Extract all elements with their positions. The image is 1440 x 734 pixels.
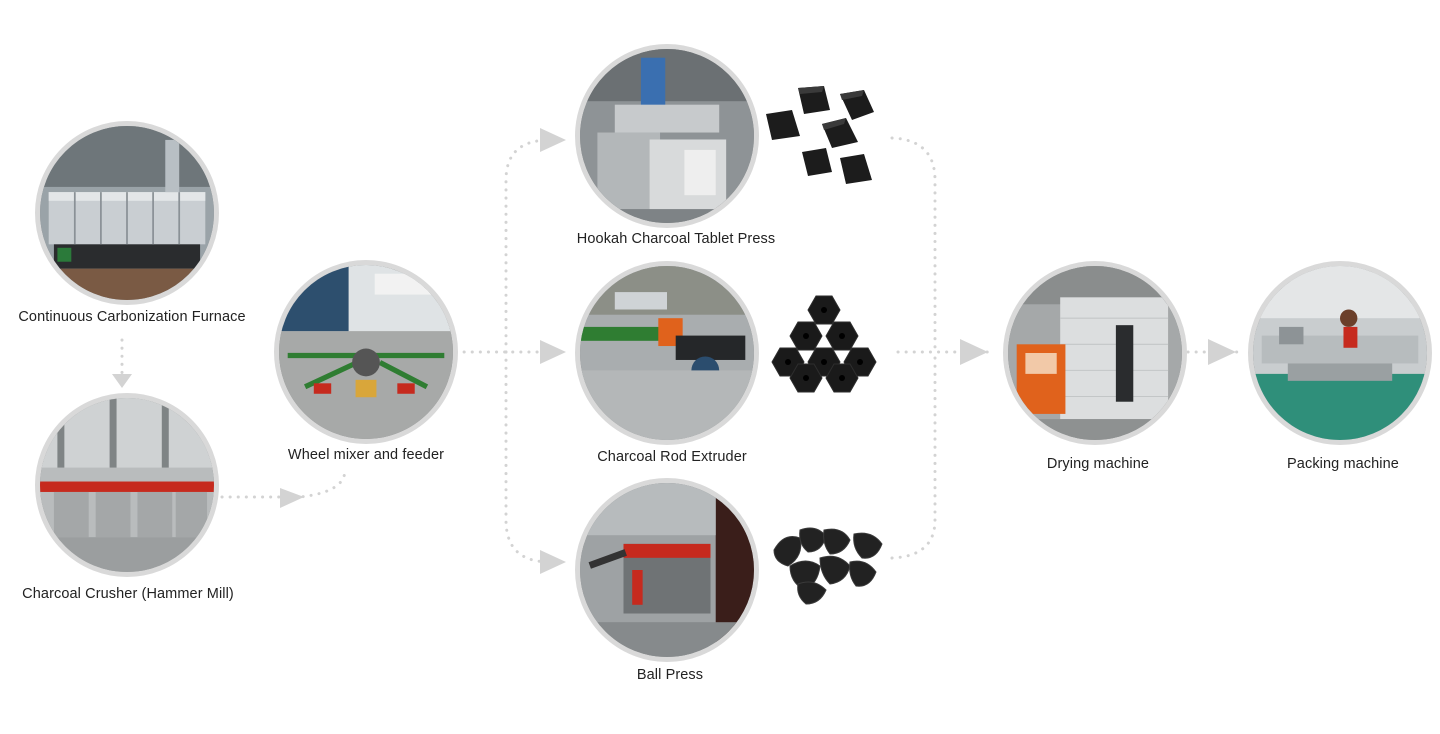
arrowhead-to-packer — [1208, 339, 1236, 365]
dryer-label: Drying machine — [1046, 456, 1150, 472]
mixer-label: Wheel mixer and feeder — [287, 447, 445, 463]
arrowhead-to-dryer — [960, 339, 988, 365]
connector-crusher-to-mixer — [220, 468, 347, 499]
drying-machine-photo-icon — [1003, 261, 1187, 445]
connector-split-to-ball-press — [504, 350, 552, 564]
pillow-charcoal-briquettes-image-icon — [773, 527, 883, 605]
connector-cubes-to-merge — [890, 136, 937, 354]
furnace-label: Continuous Carbonization Furnace — [18, 309, 246, 325]
hammer-mill-photo-icon — [35, 393, 219, 577]
arrowhead-to-tablet-press — [540, 128, 566, 152]
rod-extruder-photo-icon — [575, 261, 759, 445]
tablet-press-photo-icon — [575, 44, 759, 228]
arrowhead-to-mixer — [280, 488, 304, 508]
rod-extruder-label: Charcoal Rod Extruder — [597, 449, 747, 465]
arrowhead-to-rod-extruder — [540, 340, 566, 364]
arrowhead-to-ball-press — [540, 550, 566, 574]
connector-split-to-tablet-press — [504, 138, 552, 354]
ball-press-label: Ball Press — [636, 667, 704, 683]
connector-pillows-to-merge — [890, 350, 937, 560]
ball-press-photo-icon — [575, 478, 759, 662]
packer-label: Packing machine — [1287, 456, 1399, 472]
wheel-mixer-photo-icon — [274, 260, 458, 444]
carbonization-furnace-photo-icon — [35, 121, 219, 305]
arrowhead-down-crusher — [112, 374, 132, 388]
hexagonal-charcoal-rods-image-icon — [771, 295, 877, 393]
charcoal-cubes-image-icon — [766, 86, 874, 184]
packing-machine-photo-icon — [1248, 261, 1432, 445]
crusher-label: Charcoal Crusher (Hammer Mill) — [22, 586, 234, 602]
tablet-press-label: Hookah Charcoal Tablet Press — [576, 231, 776, 247]
